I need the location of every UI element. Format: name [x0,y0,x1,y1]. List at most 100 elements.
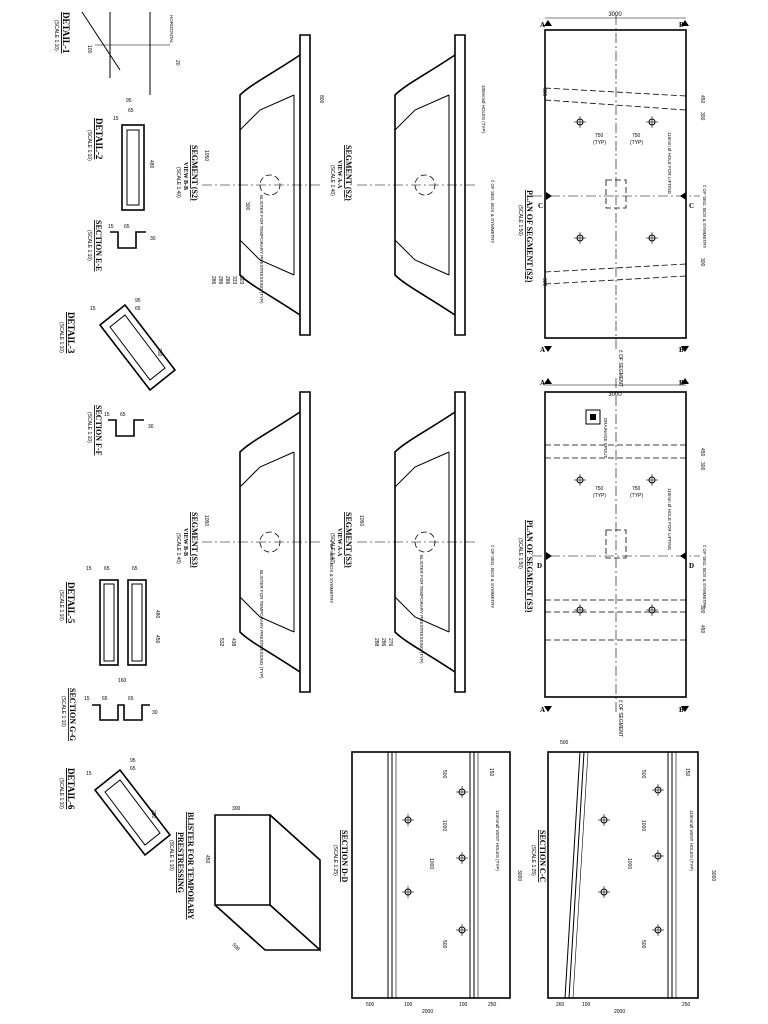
section-mark: C [538,202,543,210]
seg-s2-aa-view: VIEW A-A [336,160,342,189]
dim-label: 500 [366,1002,375,1008]
section-mark: B [679,379,684,387]
section-mark: A [540,21,545,29]
dim-label: 750 [632,486,641,492]
dim-label: 500 [640,940,646,949]
detail-5-title: DETAIL-5 [66,582,76,624]
dim-label: 450 [699,95,705,104]
dim-label: 286 [224,276,230,285]
horizontal-note: HORIZONTAL [169,15,174,44]
dim-label: 65 [132,566,138,572]
dim-label: 65 [124,224,130,230]
segment-centerline-note: ĉ OF SEGMENT [617,350,623,387]
section-ff-scale: (SCALE 1:10) [86,412,92,443]
section-mark: B [679,346,684,354]
dim-label: 300 [232,806,241,812]
dim-label: 95 [130,758,136,764]
dim-label: 480 [154,610,160,619]
dim-label: 450 [699,448,705,457]
dim-label: 250 [682,1002,691,1008]
centerline-note: ĉ OF SEG. BOX & SYMMETRY [702,545,707,608]
dim-label: 65 [102,696,108,702]
plan-s3-width-dim: 3000 [608,392,622,398]
section-gg: 65 65 15 30 SECTION G-G (SCALE 1:10) [60,688,158,741]
section-mark: D [537,562,542,570]
dim-label: 15 [104,412,110,418]
dim-label: 300 [541,278,547,287]
vent-note: 110mmØ VENT HOLES (TYP) [689,810,694,871]
vent-note: 110mmØ VENT HOLES (TYP) [495,810,500,871]
seg-s3-aa-scale: (SCALE 1:40) [175,533,181,564]
dim-label: 750 [595,133,604,139]
dim-label: 300 [699,605,705,614]
drainage-note: DRAINAGE SPOUT [603,418,608,459]
dim-label: 1000 [441,820,447,831]
seg-s3-aa-title: SEGMENT (S3) [190,512,199,568]
detail-6-scale: (SCALE 1:10) [58,778,64,809]
dim-label: 150 [488,768,494,777]
dim-label: 15 [113,116,119,122]
blister-scale: (SCALE 1:10) [168,840,174,871]
dim-label: 303 [238,276,244,285]
section-ee: 65 15 30 SECTION E-E (SCALE 1:10) [86,220,156,271]
section-dd-scale: (SCALE 1:25) [332,845,338,876]
dim-label: 95 [126,98,132,104]
dim-label: 95 [135,298,141,304]
section-mark: D [689,562,694,570]
plan-s3: 3000 PLAN OF SEGMENT (S3) (SCALE 1:50) D… [517,378,707,714]
section-gg-title: SECTION G-G [68,688,77,741]
dim-label: 300 [699,258,705,267]
detail-6: 95 65 15 250 DETAIL-6 (SCALE 1:10) [58,758,172,857]
plan-s2-outline [544,29,687,339]
dim-label: 1050 [203,515,209,526]
lifting-hole-marker [574,116,658,244]
section-cc: SECTION C-C (SCALE 1:25) 110mmØ VENT HOL… [530,740,716,1015]
section-mark: B [679,21,684,29]
plan-s3-scale: (SCALE 1:50) [517,538,523,569]
dim-label: 480 [148,160,154,169]
holes-note: 100mmØ HOLES (TYP) [481,85,486,134]
section-ff-title: SECTION F-F [94,405,103,456]
section-dd-title: SECTION D-D [340,830,349,882]
dim-label: 532 [218,638,224,647]
dim-label: 2000 [614,1009,625,1015]
dim-label: 65 [120,412,126,418]
dim-label: 800 [318,95,324,104]
dim-label: 65 [128,108,134,114]
seg-s3-bb-view: VIEW A-A [336,528,342,557]
dim-label: 250 [488,1002,497,1008]
dim-label: 3000 [516,870,522,881]
dim-label: 15 [108,224,114,230]
blister-title: BLISTER FOR TEMPORARY [186,812,195,920]
dim-label: 500 [640,770,646,779]
dim-label: 286 [210,276,216,285]
seg-s3-bb-title: SEGMENT (S3) [344,512,353,568]
segment-s2-view-bb: SEGMENT (S2) VIEW B-B (SCALE 1:40) BLIST… [175,34,324,336]
detail-1: HORIZONTAL 100 20 DETAIL-1 (SCALE 1:10) [53,11,180,95]
detail-3-scale: (SCALE 1:10) [58,322,64,353]
section-mark: A [540,706,545,714]
detail-2: 95 65 15 480 DETAIL-2 (SCALE 1:10) [86,98,154,211]
seg-s2-aa-title: SEGMENT (S2) [344,145,353,201]
dim-label: 260 [556,1002,565,1008]
centerline-note: ĉ OF SEG. BOX & SYMMETRY [329,540,334,603]
section-gg-scale: (SCALE 1:10) [60,696,66,727]
dim-label: 500 [441,770,447,779]
segment-s2-view-aa: SEGMENT (S2) VIEW A-A (SCALE 1:40) 100mm… [329,34,495,336]
plan-s2-title: PLAN OF SEGMENT (S2) [525,190,534,283]
dim-label: (TYP) [593,140,606,146]
dim-label: 450 [154,635,160,644]
dim-label: 300 [541,88,547,97]
dim-label: 1050 [358,515,364,526]
blister-note: BLISTER FOR TEMPORARY PRESTRESSING (TYP) [419,555,424,664]
blister-isometric: 300 450 500 BLISTER FOR TEMPORARY PRESTR… [168,806,321,952]
dim-label: 100 [459,1002,468,1008]
dim-label: 30 [152,710,158,716]
dim-label: 300 [699,462,705,471]
dim-label: 300 [699,112,705,121]
lifting-hole-marker [574,474,658,616]
segment-centerline-note: ĉ OF SEGMENT [617,700,623,737]
detail-6-title: DETAIL-6 [66,768,76,810]
dim-label: 15 [84,696,90,702]
